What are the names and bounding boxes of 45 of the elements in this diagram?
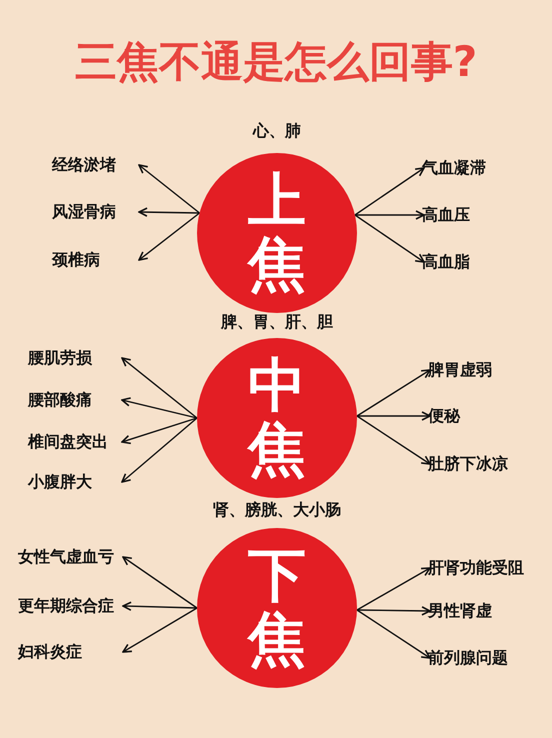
arrow [121, 417, 198, 483]
arrow [138, 212, 200, 261]
symptom-label: 经络淤堵 [52, 156, 141, 174]
symptom-label: 女性气虚血亏 [18, 548, 125, 566]
symptom-label: 风湿骨病 [52, 203, 141, 221]
node-label: 中焦 [248, 354, 306, 482]
symptom-label: 腰部酸痛 [28, 391, 124, 409]
arrow [354, 214, 425, 263]
arrow [138, 164, 200, 214]
arrow [356, 609, 431, 659]
arrow [121, 357, 198, 419]
arrow [122, 601, 198, 612]
arrow [121, 397, 198, 419]
arrow [356, 415, 431, 465]
arrow [138, 207, 200, 217]
symptom-label: 脾胃虚弱 [428, 361, 492, 379]
arrow [122, 556, 198, 609]
node-label: 下焦 [248, 544, 306, 672]
symptom-label: 男性肾虚 [428, 602, 492, 620]
organ-label: 脾、胃、肝、胆 [221, 312, 333, 332]
arrow [356, 411, 431, 421]
symptom-label: 前列腺问题 [428, 649, 508, 667]
symptom-label: 便秘 [428, 407, 460, 425]
symptom-label: 小腹胖大 [28, 473, 124, 491]
symptom-label: 椎间盘突出 [28, 433, 124, 451]
symptom-label: 颈椎病 [52, 251, 141, 269]
arrow [121, 417, 198, 444]
symptom-label: 更年期综合症 [18, 597, 125, 615]
symptom-label: 气血凝滞 [422, 159, 486, 177]
symptom-label: 腰肌劳损 [28, 349, 124, 367]
arrow [356, 567, 431, 611]
arrow [356, 606, 431, 616]
symptom-label: 妇科炎症 [18, 643, 125, 661]
arrow [122, 607, 198, 653]
node-label: 上焦 [248, 169, 306, 297]
arrow [354, 167, 425, 216]
organ-label: 心、肺 [253, 121, 301, 141]
arrow [356, 369, 431, 417]
arrow [354, 210, 425, 220]
title: 三焦不通是怎么回事? [74, 36, 478, 88]
symptom-label: 肚脐下冰凉 [428, 455, 508, 473]
symptom-label: 高血压 [422, 206, 470, 224]
organ-label: 肾、膀胱、大小肠 [213, 500, 341, 520]
symptom-label: 高血脂 [422, 253, 470, 271]
symptom-label: 肝肾功能受阻 [428, 559, 524, 577]
